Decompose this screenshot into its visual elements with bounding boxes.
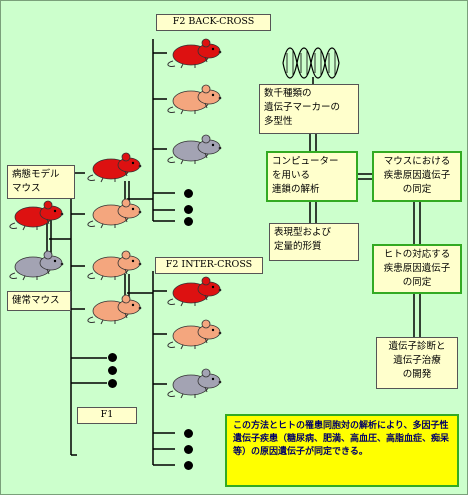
computer-analysis-box: コンピューター を用いる 連鎖の解析 (266, 151, 358, 202)
f1-mouse-2-icon (87, 198, 142, 229)
conclusion-note: この方法とヒトの罹患同胞対の解析により、多因子性遺伝子疾患（糖尿病、肥満、高血圧… (225, 414, 459, 487)
parent-mouse-model-icon (9, 200, 64, 231)
phenotype-line-2: 定量的形質 (274, 241, 322, 252)
backcross-mouse-2-icon (167, 84, 222, 115)
f1-mouse-1-icon (87, 152, 142, 183)
model-mouse-line-1: 病態モデル (12, 169, 60, 180)
markers-line-1: 数千種類の (264, 88, 312, 99)
ellipsis-dot (108, 379, 117, 388)
intercross-mouse-3-icon (167, 368, 222, 399)
ellipsis-dot (108, 366, 117, 375)
dna-helix-icon (282, 47, 340, 79)
human-gene-line-2: 疾患原因遺伝子 (383, 263, 451, 274)
ellipsis-dot (184, 189, 193, 198)
ellipsis-dot (184, 445, 193, 454)
model-mouse-label: 病態モデル マウス (7, 165, 75, 199)
f1-label: F1 (77, 407, 137, 424)
mouse-gene-line-3: の同定 (402, 184, 432, 195)
human-gene-line-3: の同定 (402, 277, 432, 288)
ellipsis-dot (184, 429, 193, 438)
parent-mouse-normal-icon (9, 250, 64, 281)
backcross-mouse-3-icon (167, 134, 222, 165)
normal-mouse-label: 健常マウス (7, 291, 71, 311)
therapy-box: 遺伝子診断と 遺伝子治療 の開発 (376, 337, 458, 389)
backcross-mouse-1-icon (167, 38, 222, 69)
f2-intercross-label: F2 INTER-CROSS (155, 257, 263, 274)
mouse-gene-line-1: マウスにおける (383, 156, 451, 167)
markers-box: 数千種類の 遺伝子マーカーの 多型性 (259, 84, 359, 134)
f1-mouse-4-icon (87, 294, 142, 325)
computer-line-2: を用いる (272, 170, 311, 181)
ellipsis-dot (184, 217, 193, 226)
therapy-line-2: 遺伝子治療 (393, 355, 441, 366)
mouse-gene-box: マウスにおける 疾患原因遺伝子 の同定 (372, 151, 462, 202)
ellipsis-dot (108, 353, 117, 362)
therapy-line-3: の開発 (402, 369, 432, 380)
computer-line-3: 連鎖の解析 (272, 184, 320, 195)
ellipsis-dot (184, 461, 193, 470)
mouse-gene-line-2: 疾患原因遺伝子 (383, 170, 451, 181)
ellipsis-dot (184, 205, 193, 214)
intercross-mouse-1-icon (167, 276, 222, 307)
phenotype-box: 表現型および 定量的形質 (269, 223, 359, 261)
therapy-line-1: 遺伝子診断と (388, 341, 446, 352)
human-gene-line-1: ヒトの対応する (383, 249, 451, 260)
human-gene-box: ヒトの対応する 疾患原因遺伝子 の同定 (372, 244, 462, 294)
markers-line-2: 遺伝子マーカーの (264, 102, 341, 113)
f1-mouse-3-icon (87, 250, 142, 281)
computer-line-1: コンピューター (272, 156, 339, 167)
phenotype-line-1: 表現型および (274, 227, 332, 238)
markers-line-3: 多型性 (264, 116, 293, 127)
intercross-mouse-2-icon (167, 319, 222, 350)
model-mouse-line-2: マウス (12, 183, 41, 194)
f2-backcross-label: F2 BACK-CROSS (156, 14, 271, 31)
